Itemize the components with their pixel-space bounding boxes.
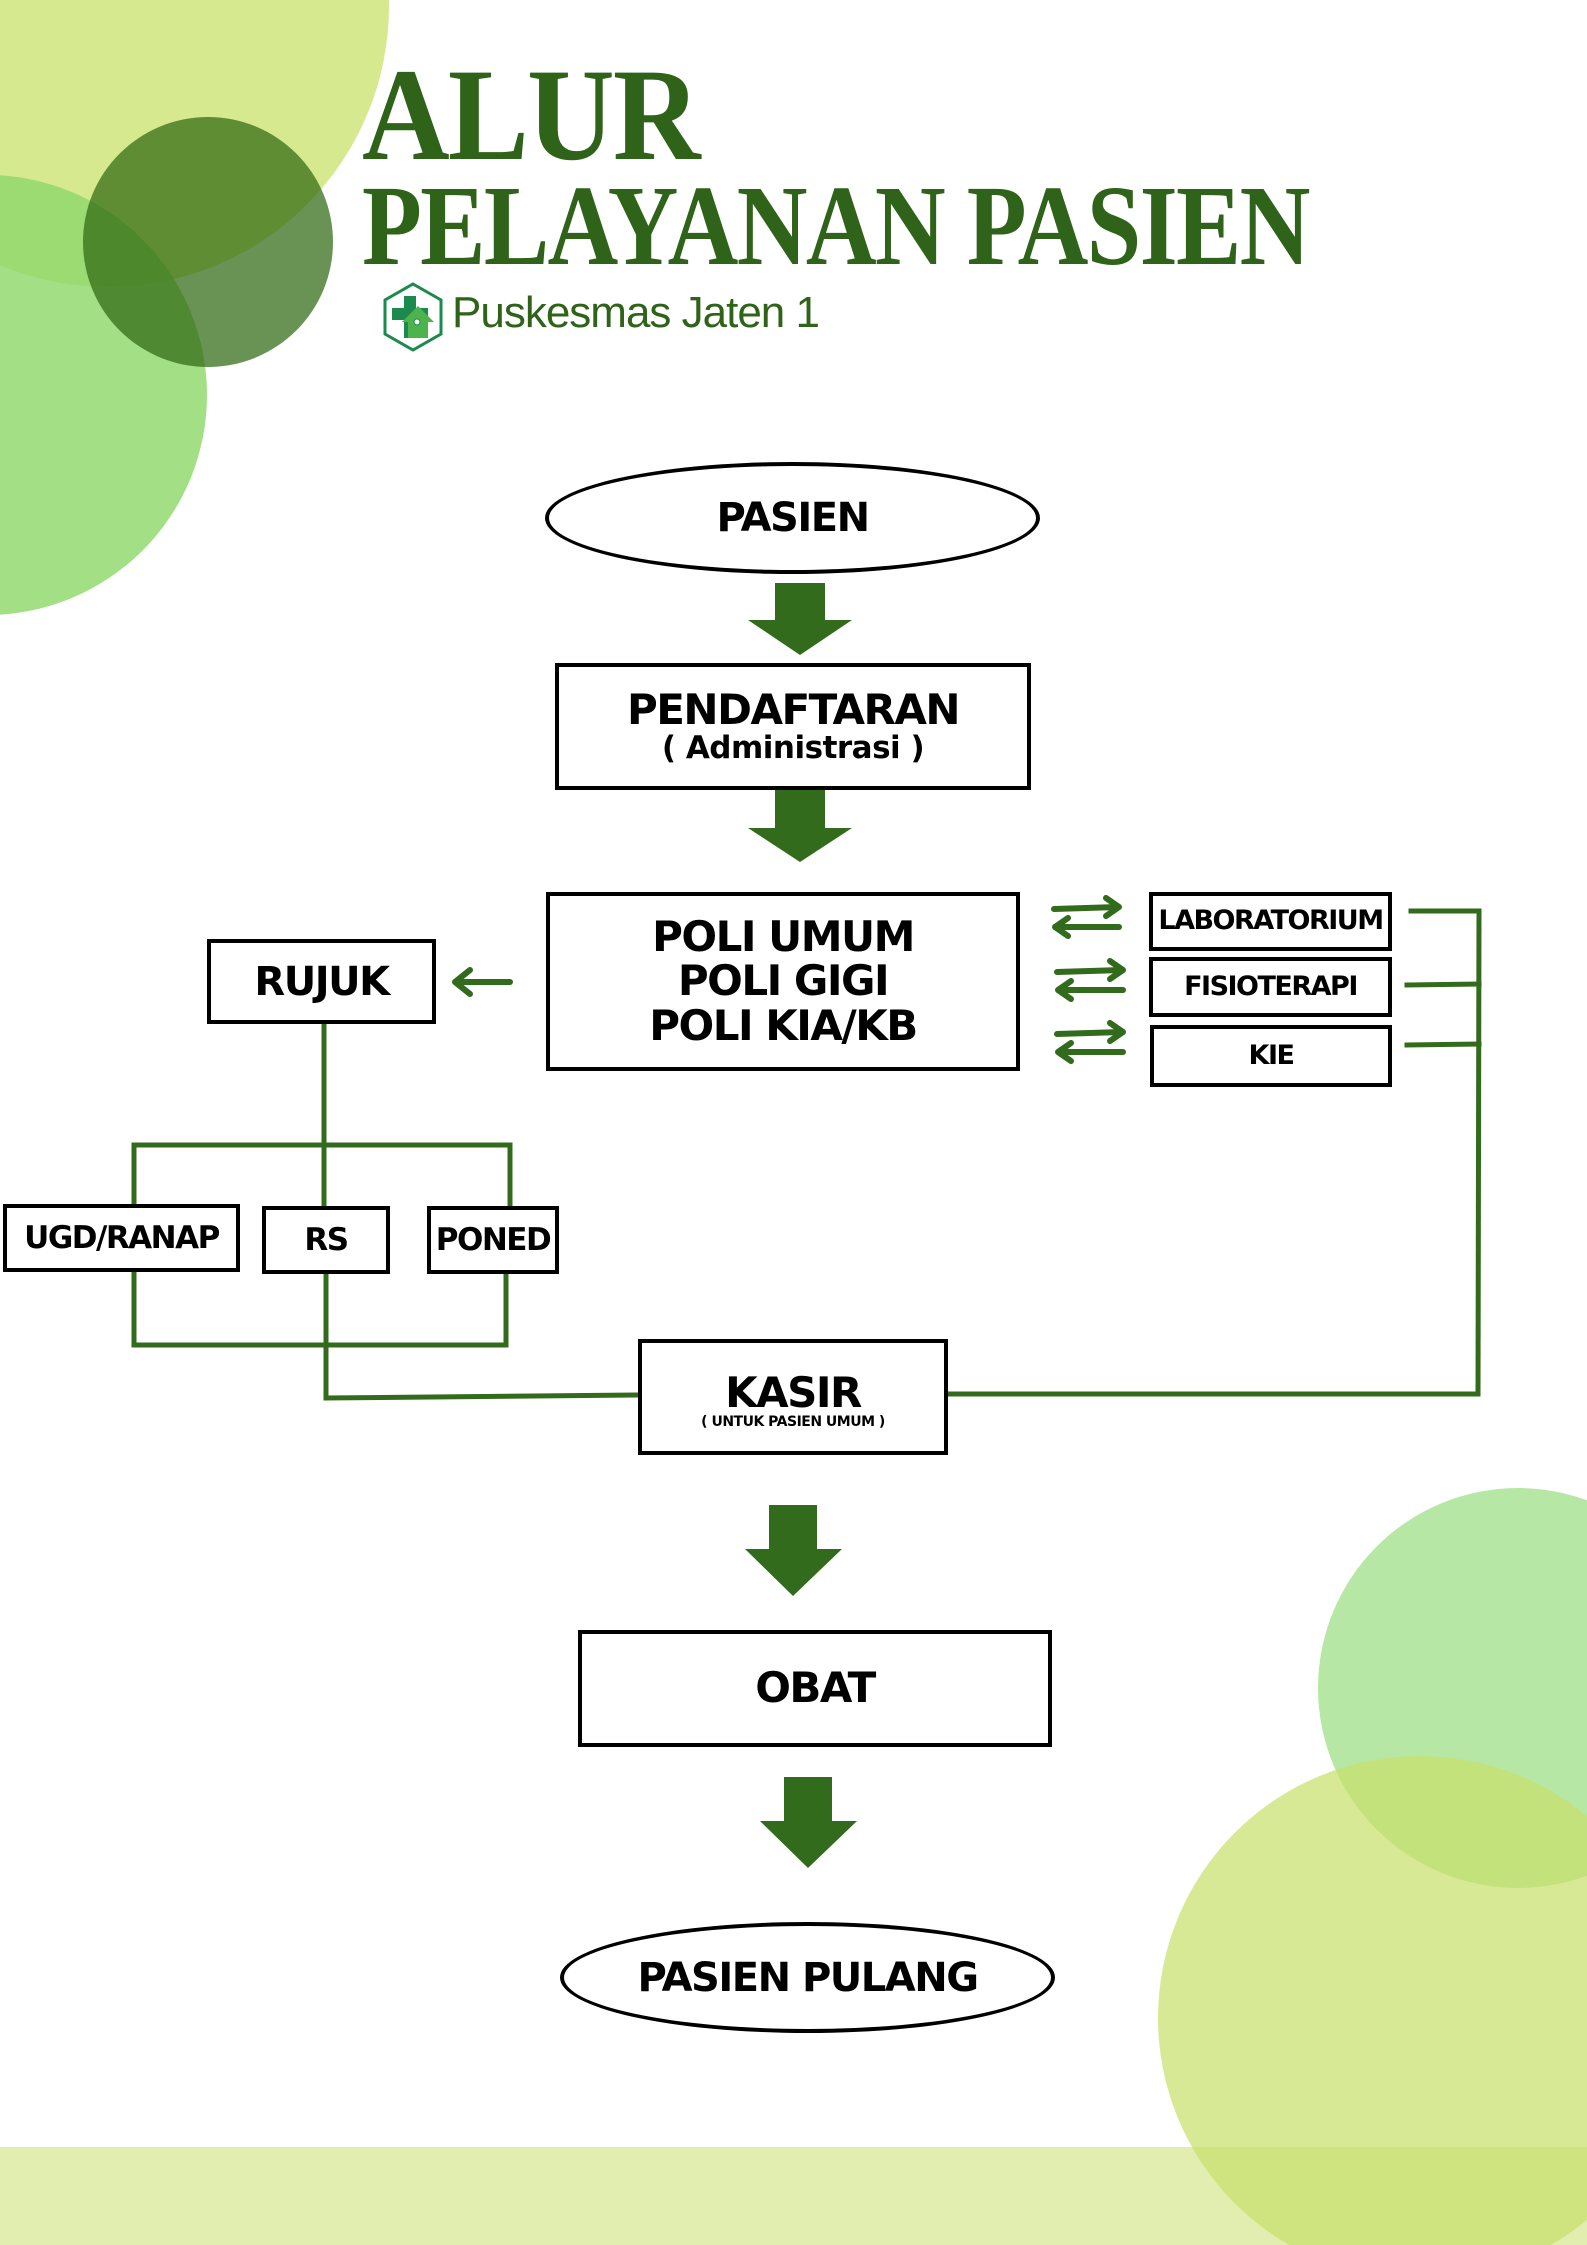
node-rujuk-label: RUJUK <box>254 958 390 1005</box>
arrow-from-laboratorium-head <box>1052 915 1071 939</box>
node-ugd-ranap: UGD/RANAP <box>3 1204 240 1272</box>
node-pasien-pulang-end: PASIEN PULANG <box>560 1922 1055 2033</box>
node-poli-umum: POLI UMUM <box>652 912 915 962</box>
arrow-to-kie-head <box>1107 1020 1126 1044</box>
arrow-to-fisioterapi-head <box>1107 958 1126 982</box>
arrow-down-pendaftaran-to-poli <box>748 790 852 862</box>
node-poned-label: PONED <box>435 1221 552 1258</box>
arrow-from-kie-head <box>1055 1040 1074 1064</box>
node-fisioterapi-label: FISIOTERAPI <box>1184 970 1358 1002</box>
connector-rujuk-top-bar <box>131 1142 513 1209</box>
node-kasir: KASIR ( UNTUK PASIEN UMUM ) <box>638 1339 948 1455</box>
node-poned: PONED <box>427 1206 559 1274</box>
node-kie-label: KIE <box>1248 1039 1295 1071</box>
node-laboratorium-label: LABORATORIUM <box>1158 905 1384 937</box>
arrow-to-laboratorium <box>1051 904 1121 912</box>
organization-name: Puskesmas Jaten 1 <box>452 288 820 337</box>
node-ugd-ranap-label: UGD/RANAP <box>24 1219 220 1256</box>
puskesmas-logo-icon <box>383 282 443 352</box>
node-kasir-label: KASIR <box>725 1367 862 1417</box>
node-pendaftaran: PENDAFTARAN ( Administrasi ) <box>555 663 1031 790</box>
node-kie: KIE <box>1150 1025 1392 1087</box>
node-poli-gigi: POLI GIGI <box>677 956 890 1006</box>
deco-circle-yellow-right <box>1158 1756 1587 2245</box>
node-poli: POLI UMUM POLI GIGI POLI KIA/KB <box>546 892 1020 1071</box>
connector-fisioterapi <box>1404 981 1482 988</box>
node-laboratorium: LABORATORIUM <box>1149 892 1392 951</box>
title-line-1: ALUR <box>362 41 701 188</box>
node-pasien-label: PASIEN <box>716 495 870 541</box>
arrow-poli-to-rujuk-head <box>452 967 473 997</box>
arrow-down-obat-to-pulang <box>760 1777 857 1868</box>
arrow-from-fisioterapi-head <box>1055 978 1074 1002</box>
node-pendaftaran-label: PENDAFTARAN <box>626 685 961 735</box>
connector-support-vertical <box>1475 908 1482 1397</box>
arrow-to-kie <box>1054 1029 1125 1037</box>
node-rs-label: RS <box>304 1221 349 1258</box>
node-rujuk: RUJUK <box>207 939 436 1024</box>
node-fisioterapi: FISIOTERAPI <box>1149 957 1392 1017</box>
arrow-down-kasir-to-obat <box>745 1505 842 1596</box>
node-kasir-sublabel: ( UNTUK PASIEN UMUM ) <box>701 1413 885 1430</box>
arrow-to-fisioterapi <box>1054 967 1125 975</box>
node-pasien-start: PASIEN <box>545 462 1040 574</box>
arrow-to-laboratorium-head <box>1103 895 1122 919</box>
title-line-2: PELAYANAN PASIEN <box>362 162 1310 289</box>
node-pasien-pulang-label: PASIEN PULANG <box>637 1954 979 2001</box>
node-obat-label: OBAT <box>755 1663 876 1713</box>
node-poli-kia-kb: POLI KIA/KB <box>649 1000 918 1050</box>
node-pendaftaran-sublabel: ( Administrasi ) <box>661 730 925 767</box>
node-rs: RS <box>262 1206 390 1274</box>
node-obat: OBAT <box>578 1630 1052 1747</box>
deco-circle-dark-green <box>83 117 333 367</box>
connector-rs-to-kasir <box>323 1392 642 1401</box>
arrow-down-pasien-to-pendaftaran <box>748 583 852 655</box>
connector-kie <box>1404 1041 1482 1048</box>
